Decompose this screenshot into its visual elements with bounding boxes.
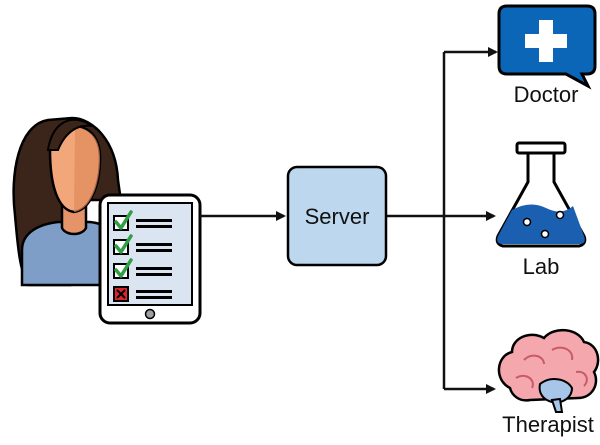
brain-icon bbox=[497, 329, 600, 413]
brain-cerebrum bbox=[497, 329, 600, 402]
server-box bbox=[286, 165, 388, 267]
bubble bbox=[540, 229, 550, 239]
face-shadow bbox=[74, 127, 100, 212]
lab-label: Lab bbox=[523, 254, 560, 279]
checklist-line bbox=[136, 290, 172, 293]
tablet-checklist-icon bbox=[98, 193, 202, 325]
tablet-home-button bbox=[144, 308, 156, 320]
check-mark-icon bbox=[114, 258, 133, 278]
hair-fringe bbox=[46, 118, 93, 151]
brain-fold bbox=[575, 370, 588, 387]
checklist-line bbox=[136, 219, 172, 222]
check-mark-icon bbox=[114, 210, 133, 230]
neck bbox=[60, 203, 88, 236]
lab-node: Lab bbox=[495, 141, 587, 279]
brain-fold bbox=[515, 374, 534, 389]
brain-cerebellum bbox=[538, 378, 574, 404]
checklist-line bbox=[136, 273, 172, 276]
bubble bbox=[522, 217, 532, 227]
checklist-line bbox=[136, 267, 172, 270]
server-label: Server bbox=[305, 204, 370, 229]
doctor-label: Doctor bbox=[514, 82, 579, 107]
server-node: Server bbox=[286, 165, 388, 267]
checklist-line bbox=[136, 225, 172, 228]
doctor-node: Doctor bbox=[497, 4, 597, 107]
woman-avatar-icon bbox=[12, 116, 127, 287]
x-mark-icon bbox=[116, 289, 126, 299]
check-mark-icon bbox=[114, 234, 133, 254]
medical-cross-icon bbox=[525, 20, 567, 62]
brain-fold bbox=[551, 346, 574, 361]
edges bbox=[200, 47, 498, 394]
brain-fold bbox=[523, 354, 545, 365]
therapist-label: Therapist bbox=[502, 412, 594, 437]
checklist-line bbox=[136, 296, 172, 299]
therapist-node: Therapist bbox=[497, 329, 600, 437]
flask-liquid bbox=[497, 204, 585, 244]
checklist-line bbox=[136, 243, 172, 246]
brain-stem bbox=[550, 397, 564, 413]
bubble bbox=[555, 210, 565, 220]
checklist-line bbox=[136, 249, 172, 252]
